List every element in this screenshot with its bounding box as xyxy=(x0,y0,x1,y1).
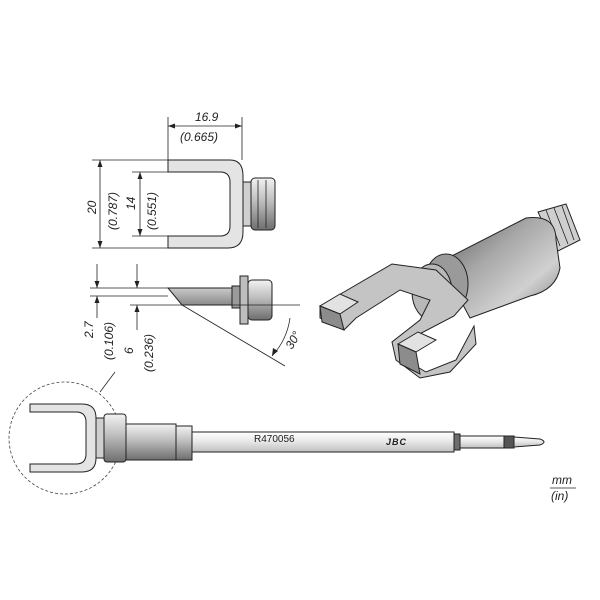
units-imperial-label: (in) xyxy=(551,489,568,503)
brand-logo-text: JBC xyxy=(386,437,407,447)
side-view: 2.7 (0.106) 6 (0.236) 30° xyxy=(82,264,304,372)
units-legend: mm (in) xyxy=(550,473,576,503)
width-in-label: (0.665) xyxy=(180,130,218,144)
top-view: 16.9 (0.665) 20 (0.787) 14 (0.551) xyxy=(85,110,276,249)
angle-label: 30° xyxy=(282,329,303,352)
part-reference-label: R470056 xyxy=(254,434,295,445)
units-metric-label: mm xyxy=(552,473,572,487)
thickness-in-label: (0.106) xyxy=(102,322,116,360)
height-inner-in-label: (0.551) xyxy=(145,192,159,230)
thickness-mm-label: 2.7 xyxy=(82,320,96,339)
height-inner-mm-label: 14 xyxy=(124,196,138,210)
side-mm-label: 6 xyxy=(122,347,136,354)
side-in-label: (0.236) xyxy=(142,334,156,372)
full-tip-view: R470056 JBC xyxy=(8,371,545,495)
height-outer-in-label: (0.787) xyxy=(106,192,120,230)
width-mm-label: 16.9 xyxy=(195,110,219,124)
iso-view xyxy=(318,203,581,379)
height-outer-mm-label: 20 xyxy=(85,200,99,215)
